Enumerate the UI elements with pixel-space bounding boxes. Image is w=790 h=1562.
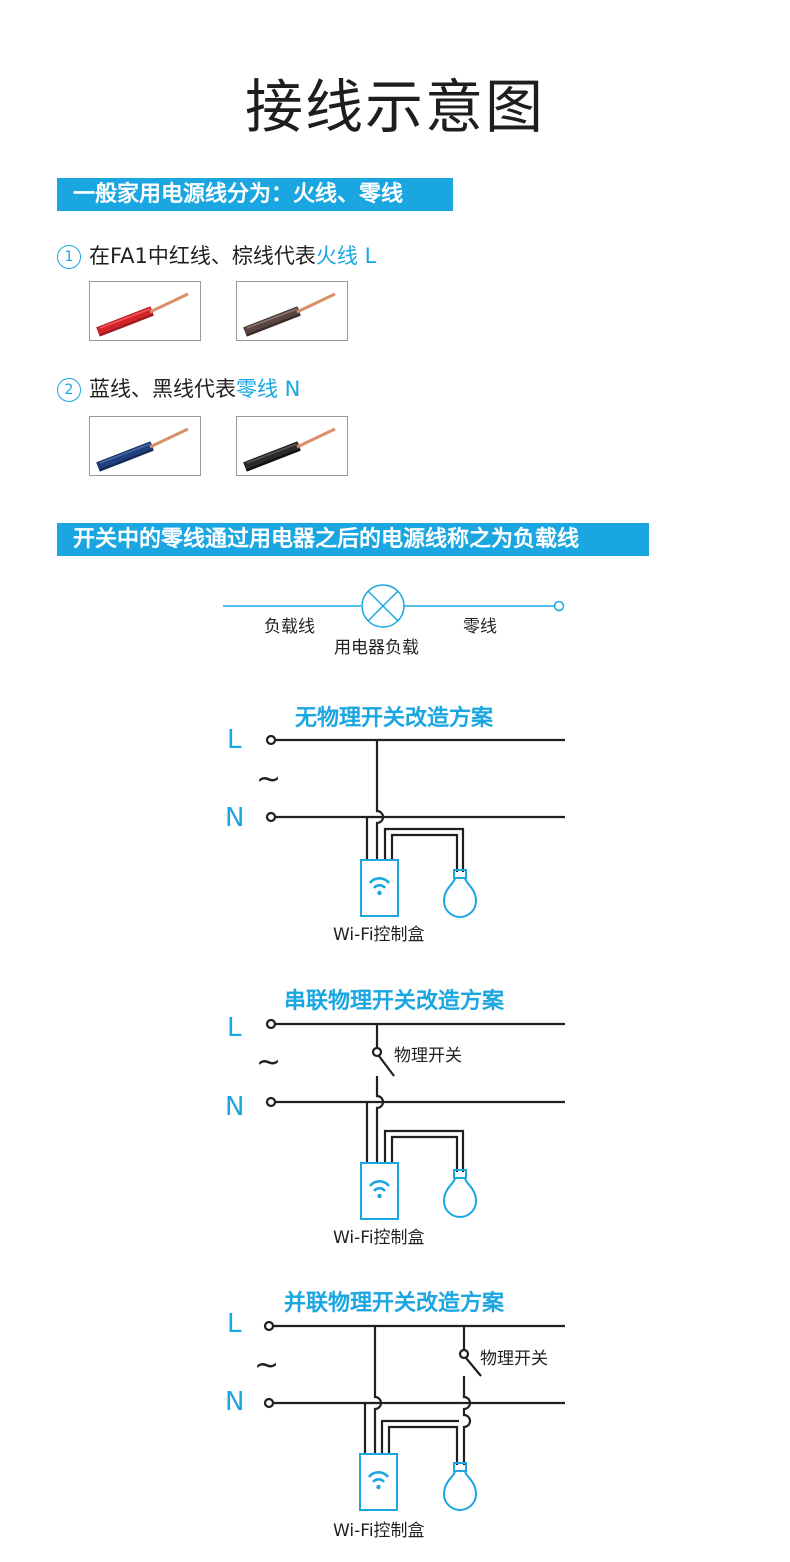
brown-wire-image [236, 281, 348, 341]
diagram3-title: 并联物理开关改造方案 [283, 1291, 504, 1316]
red-wire-image [89, 281, 201, 341]
diagram3-box-label: Wi-Fi控制盒 [333, 1521, 425, 1541]
diagram1-wiring [265, 734, 565, 918]
diagram1-box-label: Wi-Fi控制盒 [333, 925, 425, 945]
diagram3-bulb-icon [442, 1462, 478, 1511]
diagram3-switch-label: 物理开关 [480, 1349, 548, 1369]
diagram3-N-label: N [225, 1387, 245, 1417]
wire-item-neutral-highlight: 零线 N [236, 377, 301, 401]
diagram1-tilde: ~ [256, 762, 282, 797]
wire-item-live: 1 在FA1中红线、棕线代表火线 L [57, 240, 376, 270]
diagram2-switch-label: 物理开关 [394, 1046, 462, 1066]
load-wire-label: 负载线 [264, 617, 315, 637]
diagram1-title: 无物理开关改造方案 [294, 706, 493, 731]
diagram2-wiring [265, 1018, 565, 1220]
diagram1-N-label: N [225, 803, 245, 833]
blue-wire-image [89, 416, 201, 476]
diagram2-title: 串联物理开关改造方案 [283, 989, 504, 1014]
diagram3-tilde: ~ [254, 1348, 280, 1383]
diagram3-wiring [263, 1320, 565, 1511]
section-heading-wires: 一般家用电源线分为：火线、零线 [57, 178, 453, 211]
wire-item-live-text: 在FA1中红线、棕线代表 [89, 244, 316, 268]
diagram2-tilde: ~ [256, 1045, 282, 1080]
diagram1-bulb-icon [442, 869, 478, 918]
terminal-icon [553, 600, 565, 612]
diagram2-bulb-icon [442, 1169, 478, 1218]
neutral-wire-label: 零线 [463, 617, 497, 637]
circled-number-1: 1 [57, 245, 81, 269]
diagram1-L-label: L [227, 725, 242, 755]
diagram2-L-label: L [227, 1013, 242, 1043]
wire-item-neutral: 2 蓝线、黑线代表零线 N [57, 373, 300, 403]
load-label: 用电器负载 [334, 638, 419, 658]
page-title: 接线示意图 [244, 73, 545, 141]
load-wire-diagram [223, 584, 565, 628]
circled-number-2: 2 [57, 378, 81, 402]
wire-item-live-highlight: 火线 L [315, 244, 377, 268]
diagram2-wifi-box-icon [360, 1162, 399, 1220]
section-heading-load-wire: 开关中的零线通过用电器之后的电源线称之为负载线 [57, 523, 649, 556]
black-wire-image [236, 416, 348, 476]
diagram3-wifi-box-icon [359, 1453, 398, 1511]
diagram2-box-label: Wi-Fi控制盒 [333, 1228, 425, 1248]
wire-item-neutral-text: 蓝线、黑线代表 [89, 377, 236, 401]
diagram1-wifi-box-icon [360, 859, 399, 917]
diagram2-N-label: N [225, 1092, 245, 1122]
diagram3-L-label: L [227, 1309, 242, 1339]
